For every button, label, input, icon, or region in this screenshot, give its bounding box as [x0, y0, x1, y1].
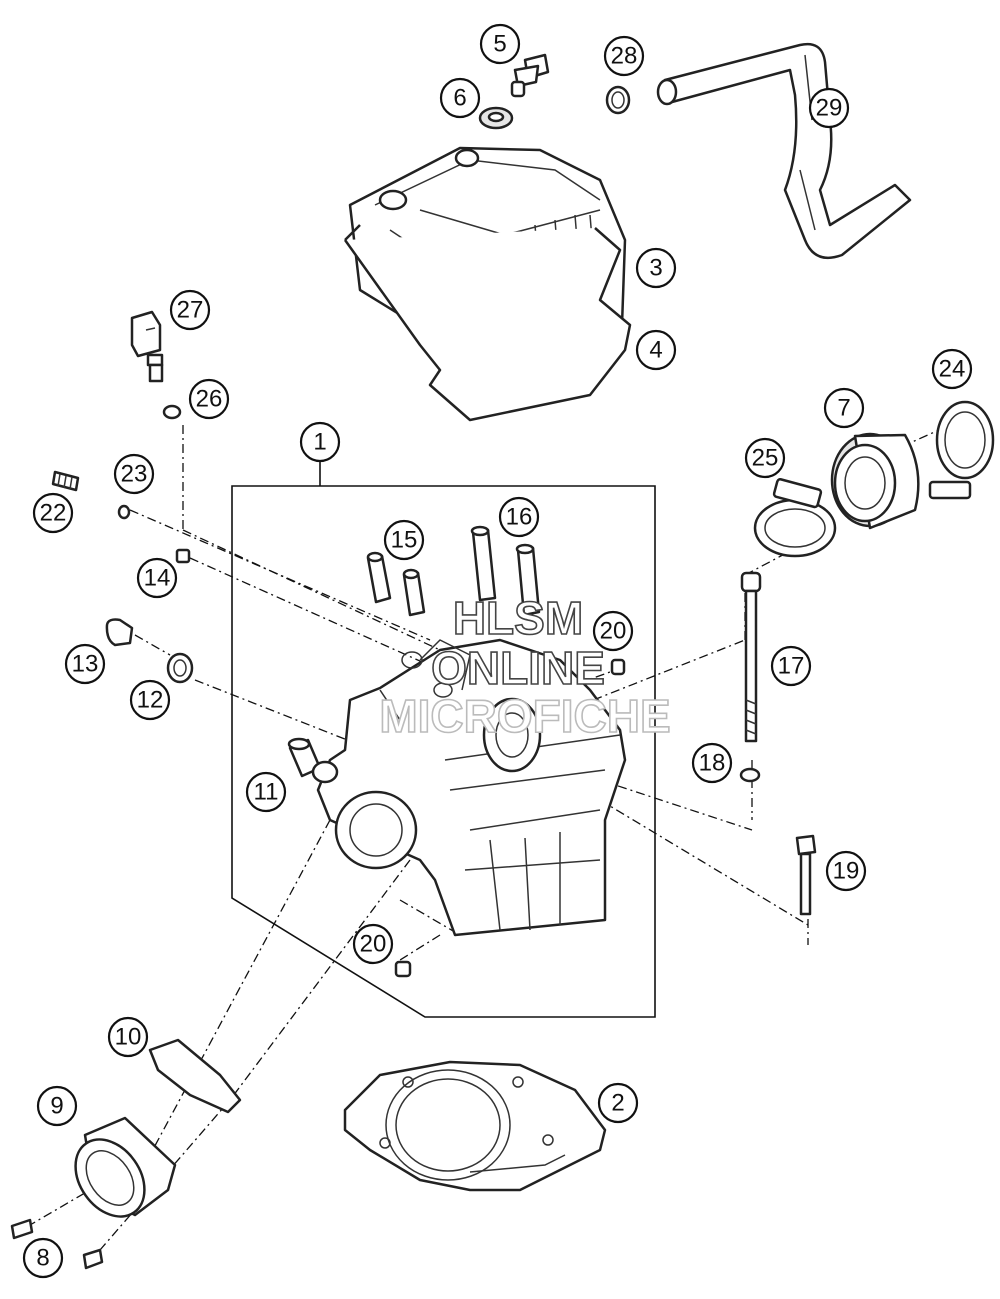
breather-hose — [656, 42, 912, 260]
callout-1: 1 — [299, 421, 341, 463]
svg-text:8: 8 — [36, 1245, 49, 1272]
exhaust-flange — [74, 1116, 177, 1218]
exhaust-gasket — [148, 1038, 242, 1114]
callout-9: 9 — [36, 1085, 78, 1127]
cylinder-head — [311, 638, 627, 937]
svg-text:10: 10 — [115, 1024, 142, 1051]
bolt-17 — [740, 571, 762, 743]
svg-text:25: 25 — [752, 445, 779, 472]
assembly-frame — [231, 462, 656, 1018]
callout-4: 4 — [635, 329, 677, 371]
svg-text:15: 15 — [391, 527, 418, 554]
svg-text:14: 14 — [144, 565, 171, 592]
callout-10: 10 — [107, 1016, 149, 1058]
callout-23: 23 — [113, 453, 155, 495]
svg-text:27: 27 — [177, 297, 204, 324]
callout-2: 2 — [597, 1082, 639, 1124]
screw-plug-13 — [105, 618, 134, 647]
svg-text:6: 6 — [453, 85, 466, 112]
callout-14: 14 — [136, 557, 178, 599]
callout-20-lower: 20 — [352, 923, 394, 965]
svg-text:26: 26 — [196, 386, 223, 413]
callout-7: 7 — [823, 387, 865, 429]
callout-11: 11 — [245, 771, 287, 813]
callout-13: 13 — [64, 643, 106, 685]
callout-8: 8 — [22, 1237, 64, 1279]
svg-text:23: 23 — [121, 461, 148, 488]
bolt-19 — [795, 834, 817, 916]
seal-ring-6 — [478, 106, 514, 130]
svg-text:19: 19 — [833, 858, 860, 885]
nipple-14 — [175, 548, 191, 564]
callout-29: 29 — [808, 87, 850, 129]
svg-text:MICROFICHE: MICROFICHE — [379, 690, 670, 742]
watermark: HLSM ONLINE MICROFICHE — [379, 591, 672, 743]
callout-20-upper: 20 — [592, 610, 634, 652]
callout-3: 3 — [635, 247, 677, 289]
seal-ring-12 — [166, 652, 194, 684]
svg-text:29: 29 — [816, 95, 843, 122]
hose-clamp-24 — [928, 400, 995, 500]
callout-25: 25 — [744, 437, 786, 479]
svg-text:13: 13 — [72, 651, 99, 678]
callout-22: 22 — [32, 492, 74, 534]
callout-19: 19 — [825, 850, 867, 892]
svg-text:HLSM: HLSM — [453, 592, 583, 644]
svg-text:28: 28 — [611, 43, 638, 70]
svg-text:3: 3 — [649, 255, 662, 282]
svg-text:1: 1 — [313, 429, 326, 456]
bushing-11 — [287, 737, 322, 778]
valve-cover-gasket — [343, 224, 632, 422]
callouts: 1 2 3 4 5 6 7 8 9 10 11 12 13 14 15 16 1… — [22, 23, 973, 1279]
callout-6: 6 — [439, 77, 481, 119]
callout-28: 28 — [603, 35, 645, 77]
svg-text:7: 7 — [837, 395, 850, 422]
svg-text:11: 11 — [254, 779, 279, 806]
svg-text:22: 22 — [40, 500, 67, 527]
callout-27: 27 — [169, 289, 211, 331]
callout-18: 18 — [691, 742, 733, 784]
valve-guides — [366, 525, 541, 617]
svg-text:ONLINE: ONLINE — [431, 642, 605, 694]
callout-16: 16 — [498, 496, 540, 538]
svg-text:20: 20 — [600, 618, 627, 645]
svg-text:20: 20 — [360, 931, 387, 958]
svg-text:17: 17 — [778, 653, 805, 680]
hose-clamp-small — [605, 85, 631, 115]
intake-flange — [830, 432, 920, 530]
svg-text:18: 18 — [699, 750, 726, 777]
svg-text:2: 2 — [611, 1090, 624, 1117]
plug-22 — [51, 470, 80, 492]
washer-18 — [739, 767, 761, 783]
callout-5: 5 — [479, 23, 521, 65]
svg-text:12: 12 — [137, 687, 164, 714]
screw-5 — [510, 53, 550, 98]
svg-text:24: 24 — [939, 356, 966, 383]
washer-26 — [162, 404, 182, 420]
callout-12: 12 — [129, 679, 171, 721]
cylinder-head-gasket — [343, 1060, 607, 1192]
temperature-sensor — [130, 310, 164, 383]
o-ring-23 — [117, 504, 131, 520]
plug-20-top — [610, 658, 626, 676]
screws-8 — [10, 1218, 104, 1270]
svg-text:5: 5 — [493, 31, 506, 58]
svg-text:4: 4 — [649, 337, 662, 364]
hose-clamp-25 — [753, 478, 837, 558]
callout-17: 17 — [770, 645, 812, 687]
callout-26: 26 — [188, 378, 230, 420]
svg-text:9: 9 — [50, 1093, 63, 1120]
plug-20-bottom — [394, 960, 412, 978]
callout-15: 15 — [383, 519, 425, 561]
callout-24: 24 — [931, 348, 973, 390]
svg-text:16: 16 — [506, 504, 533, 531]
